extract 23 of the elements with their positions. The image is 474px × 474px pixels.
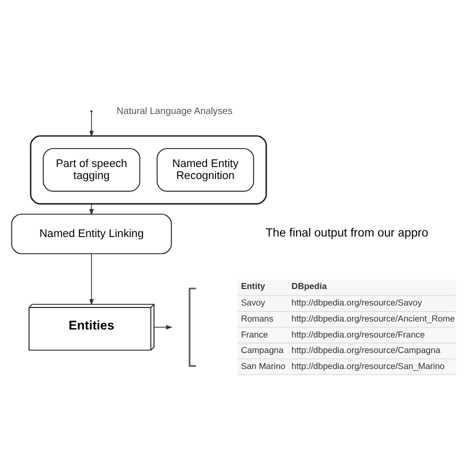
label: France: [240, 328, 268, 339]
label: San Marino: [240, 360, 286, 370]
arrow: [89, 203, 94, 215]
label: Natural Language Analyses: [116, 105, 232, 116]
node-box: Named Entity Linking: [11, 213, 172, 254]
cluster: [30, 134, 267, 204]
label: http://dbpedia.org/resource/Campagna: [292, 344, 440, 355]
label: The final output from our appro: [266, 225, 428, 240]
label: Savoy: [240, 297, 266, 308]
label: http://dbpedia.org/resource/Savoy: [292, 297, 422, 308]
arrow: [89, 111, 94, 137]
node-box: Part of speech tagging: [42, 148, 140, 192]
node-box: Named Entity Recognition: [156, 148, 254, 192]
label: http://dbpedia.org/resource/Ancient_Rome: [292, 313, 455, 324]
arrow: [89, 252, 94, 305]
arrow: [154, 324, 172, 329]
label: http://dbpedia.org/resource/France: [292, 328, 425, 339]
label: Campagna: [240, 344, 284, 355]
node-brace: [188, 287, 196, 366]
label: Romans: [240, 313, 274, 324]
label: DBpedia: [292, 280, 327, 291]
label: Entity: [240, 280, 266, 291]
label: http://dbpedia.org/resource/San_Marino: [292, 360, 445, 370]
